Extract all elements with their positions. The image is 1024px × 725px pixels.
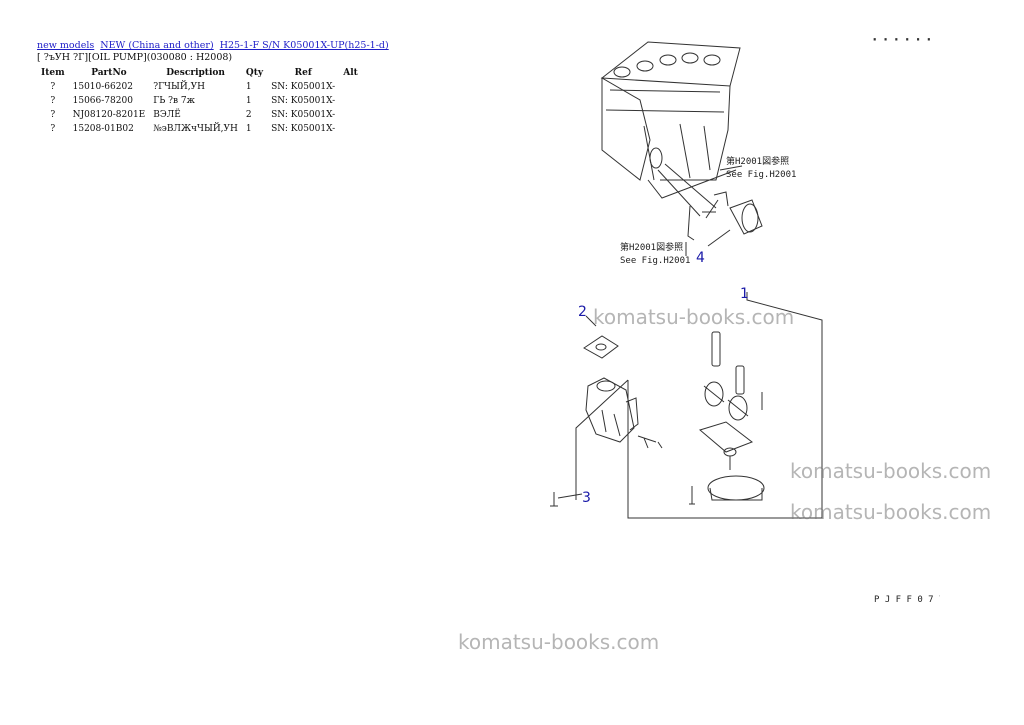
cell-part-no: 15208-01B02 bbox=[72, 124, 134, 134]
ref-note-1: 第H2001図参照 bbox=[726, 155, 789, 167]
cell-description: ГЬ ?в 7ж bbox=[153, 96, 195, 106]
header-part-no: PartNo bbox=[91, 68, 127, 78]
table-row: ? 15066-78200 ГЬ ?в 7ж 1 SN: K05001X- bbox=[37, 94, 362, 108]
watermark: komatsu-books.com bbox=[790, 500, 992, 524]
callout-2: 2 bbox=[578, 304, 587, 320]
corner-code-top: . . . . . . bbox=[872, 33, 932, 43]
table-row: ? NJ08120-8201E ВЭЛЁ 2 SN: K05001X- bbox=[37, 108, 362, 122]
ref-note-2b: See Fig.H2001 bbox=[620, 256, 690, 266]
cell-alt bbox=[339, 122, 362, 136]
corner-code-bottom: P J F F 0 7 7 bbox=[874, 595, 940, 605]
watermark: komatsu-books.com bbox=[593, 305, 795, 329]
callout-3: 3 bbox=[582, 490, 591, 506]
header-ref: Ref bbox=[294, 68, 312, 78]
cell-alt bbox=[339, 80, 362, 94]
cell-description: №эВЛЖчЧЫЙ,УН bbox=[153, 124, 238, 134]
ref-note-2: 第H2001図参照 bbox=[620, 241, 683, 253]
table-row: ? 15010-66202 ?ГЧЫЙ,УН 1 SN: K05001X- bbox=[37, 80, 362, 94]
table-header-row: Item PartNo Description Qty Ref Alt bbox=[37, 66, 362, 80]
cell-ref: SN: K05001X- bbox=[271, 82, 336, 92]
cell-alt bbox=[339, 94, 362, 108]
watermark: komatsu-books.com bbox=[790, 459, 992, 483]
cell-ref: SN: K05001X- bbox=[271, 124, 336, 134]
cell-item: ? bbox=[50, 110, 56, 120]
table-row: ? 15208-01B02 №эВЛЖчЧЫЙ,УН 1 SN: K05001X… bbox=[37, 122, 362, 136]
cell-item: ? bbox=[50, 124, 56, 134]
header-qty: Qty bbox=[245, 68, 264, 78]
watermark: komatsu-books.com bbox=[458, 630, 660, 654]
breadcrumb: new models NEW (China and other) H25-1-F… bbox=[37, 40, 392, 51]
callout-4: 4 bbox=[696, 250, 705, 266]
breadcrumb-link-region[interactable]: NEW (China and other) bbox=[100, 40, 214, 51]
cell-ref: SN: K05001X- bbox=[271, 110, 336, 120]
callout-1: 1 bbox=[740, 286, 749, 302]
cell-description: ВЭЛЁ bbox=[153, 110, 181, 120]
header-description: Description bbox=[166, 68, 225, 78]
breadcrumb-link-new-models[interactable]: new models bbox=[37, 40, 95, 51]
cell-qty: 1 bbox=[245, 82, 252, 92]
header-alt: Alt bbox=[343, 68, 358, 78]
cell-item: ? bbox=[50, 96, 56, 106]
cell-qty: 2 bbox=[245, 110, 252, 120]
cell-ref: SN: K05001X- bbox=[271, 96, 336, 106]
cell-part-no: NJ08120-8201E bbox=[72, 110, 146, 120]
ref-note-1b: See Fig.H2001 bbox=[726, 170, 796, 180]
engine-block-drawing bbox=[600, 41, 763, 256]
page-subtitle: [ ?ъУН ?Г][OIL PUMP](030080 : H2008) bbox=[37, 52, 233, 63]
oil-pump-exploded-view bbox=[550, 292, 823, 519]
cell-qty: 1 bbox=[245, 96, 252, 106]
oil-pump-diagram: . . . . . . bbox=[550, 33, 940, 605]
cell-qty: 1 bbox=[245, 124, 252, 134]
cell-item: ? bbox=[50, 82, 56, 92]
cell-part-no: 15010-66202 bbox=[72, 82, 133, 92]
breadcrumb-link-model[interactable]: H25-1-F S/N K05001X-UP(h25-1-d) bbox=[219, 40, 389, 51]
cell-alt bbox=[339, 108, 362, 122]
cell-part-no: 15066-78200 bbox=[72, 96, 133, 106]
parts-table: Item PartNo Description Qty Ref Alt ? 15… bbox=[37, 66, 362, 136]
header-item: Item bbox=[41, 68, 65, 78]
cell-description: ?ГЧЫЙ,УН bbox=[153, 82, 205, 92]
